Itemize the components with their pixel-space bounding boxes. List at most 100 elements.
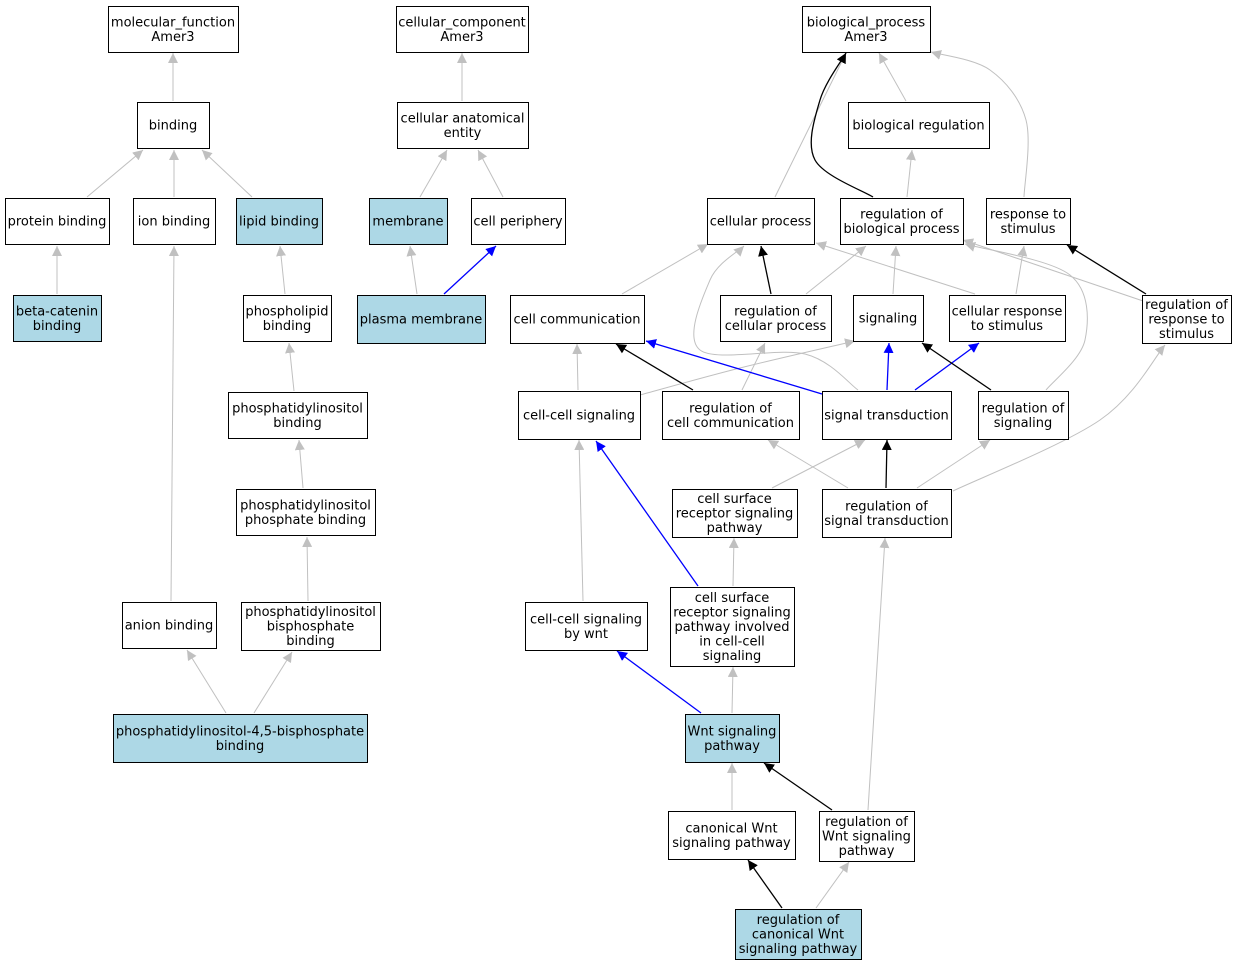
node-label-line: binding xyxy=(216,739,264,754)
node-label-line: molecular_function xyxy=(111,15,235,30)
node-label-line: signaling pathway xyxy=(672,836,791,851)
node-label-line: plasma membrane xyxy=(360,313,483,328)
edge-resp-stim-to-bp-root xyxy=(930,50,1029,198)
node-label-line: pathway involved xyxy=(674,620,789,635)
node-label-line: binding xyxy=(273,416,321,431)
edge-cell-resp-stim-to-resp-stim xyxy=(1015,245,1028,295)
edge-csrsp-cc-to-cc-signaling xyxy=(595,440,699,587)
node-label-line: pathway xyxy=(839,844,895,859)
edge-pibp-binding-to-pip-binding xyxy=(302,536,313,602)
edge-pi45bp-binding-to-pibp-binding xyxy=(253,651,293,714)
edge-reg-signal-trans-to-reg-resp-stim xyxy=(952,344,1166,492)
node-box xyxy=(471,198,566,245)
node-bio-reg: biological regulation xyxy=(848,102,990,149)
edge-reg-canon-wnt-to-reg-wnt xyxy=(815,861,850,909)
edge-wnt-to-csrsp-cc xyxy=(727,666,738,714)
node-box xyxy=(236,198,323,245)
node-label-line: Wnt signaling xyxy=(688,724,777,739)
node-cell-comm: cell communication xyxy=(510,295,645,344)
node-label-line: stimulus xyxy=(1159,327,1214,342)
node-label-line: cellular process xyxy=(725,319,827,334)
node-box xyxy=(685,714,780,763)
edge-lipid-binding-to-binding xyxy=(201,149,253,198)
edge-reg-wnt-to-wnt xyxy=(763,762,833,811)
node-box xyxy=(357,295,486,344)
node-cellular-process: cellular process xyxy=(707,198,815,245)
edge-reg-cell-comm-to-cell-comm xyxy=(615,343,694,391)
node-box xyxy=(396,6,529,53)
node-label-line: protein binding xyxy=(8,215,107,230)
edge-pip-binding-to-pi-binding xyxy=(294,439,305,489)
node-label-line: regulation of xyxy=(1145,298,1228,313)
node-label-line: canonical Wnt xyxy=(685,821,777,836)
node-signal-trans: signal transduction xyxy=(822,391,952,440)
node-label-line: phospholipid xyxy=(245,304,328,319)
edge-pi-binding-to-phospholipid-binding xyxy=(285,342,296,392)
edge-cell-periphery-to-cae xyxy=(477,149,504,198)
node-protein-binding: protein binding xyxy=(5,198,110,245)
node-label-line: Amer3 xyxy=(440,30,483,45)
node-label-line: signaling xyxy=(703,649,762,664)
node-label-line: response to xyxy=(990,207,1066,222)
node-label-line: binding xyxy=(286,634,334,649)
node-label-line: phosphatidylinositol xyxy=(232,401,363,416)
node-box xyxy=(122,602,217,649)
edge-signal-trans-to-cellular-process xyxy=(693,245,859,391)
edge-reg-resp-stim-to-resp-stim xyxy=(1066,244,1147,295)
node-label-line: regulation of xyxy=(734,304,817,319)
node-label-line: to stimulus xyxy=(971,319,1043,334)
node-label-line: Amer3 xyxy=(151,30,194,45)
node-box xyxy=(802,6,931,53)
node-box xyxy=(853,295,924,342)
node-box xyxy=(840,198,964,245)
node-box xyxy=(949,295,1066,342)
node-box xyxy=(720,295,832,342)
node-box xyxy=(241,602,381,651)
node-label-line: regulation of xyxy=(757,913,840,928)
edge-reg-signal-trans-to-reg-cell-comm xyxy=(767,439,849,489)
node-box xyxy=(986,198,1071,245)
node-box xyxy=(5,198,110,245)
edge-reg-canon-wnt-to-canon-wnt xyxy=(747,859,783,909)
node-label-line: ion binding xyxy=(138,215,210,230)
node-label-line: cellular process xyxy=(710,215,812,230)
node-label-line: biological regulation xyxy=(852,119,984,134)
node-box xyxy=(510,295,645,344)
node-label-line: regulation of xyxy=(825,815,908,830)
edge-cc-wnt-to-cc-signaling xyxy=(574,439,585,602)
node-label-line: phosphatidylinositol-4,5-bisphosphate xyxy=(116,724,364,739)
node-label-line: cell periphery xyxy=(473,215,563,230)
node-membrane: membrane xyxy=(369,198,448,245)
edge-reg-cell-proc-to-cellular-process xyxy=(758,245,772,295)
node-box xyxy=(670,587,795,667)
node-label-line: receptor signaling xyxy=(673,606,791,621)
node-box xyxy=(662,391,800,440)
node-box xyxy=(707,198,815,245)
node-signaling: signaling xyxy=(853,295,924,342)
node-label-line: membrane xyxy=(372,215,443,230)
edge-signal-trans-to-cell-resp-stim xyxy=(914,342,980,391)
node-label-line: entity xyxy=(444,126,482,141)
node-binding: binding xyxy=(137,102,210,149)
edge-plasma-membrane-to-cell-periphery xyxy=(443,245,497,295)
node-label-line: binding xyxy=(149,119,197,134)
node-label-line: pathway xyxy=(707,521,763,536)
edge-plasma-membrane-to-membrane xyxy=(406,245,418,295)
node-label-line: cell communication xyxy=(667,416,794,431)
node-label-line: by wnt xyxy=(564,627,608,642)
